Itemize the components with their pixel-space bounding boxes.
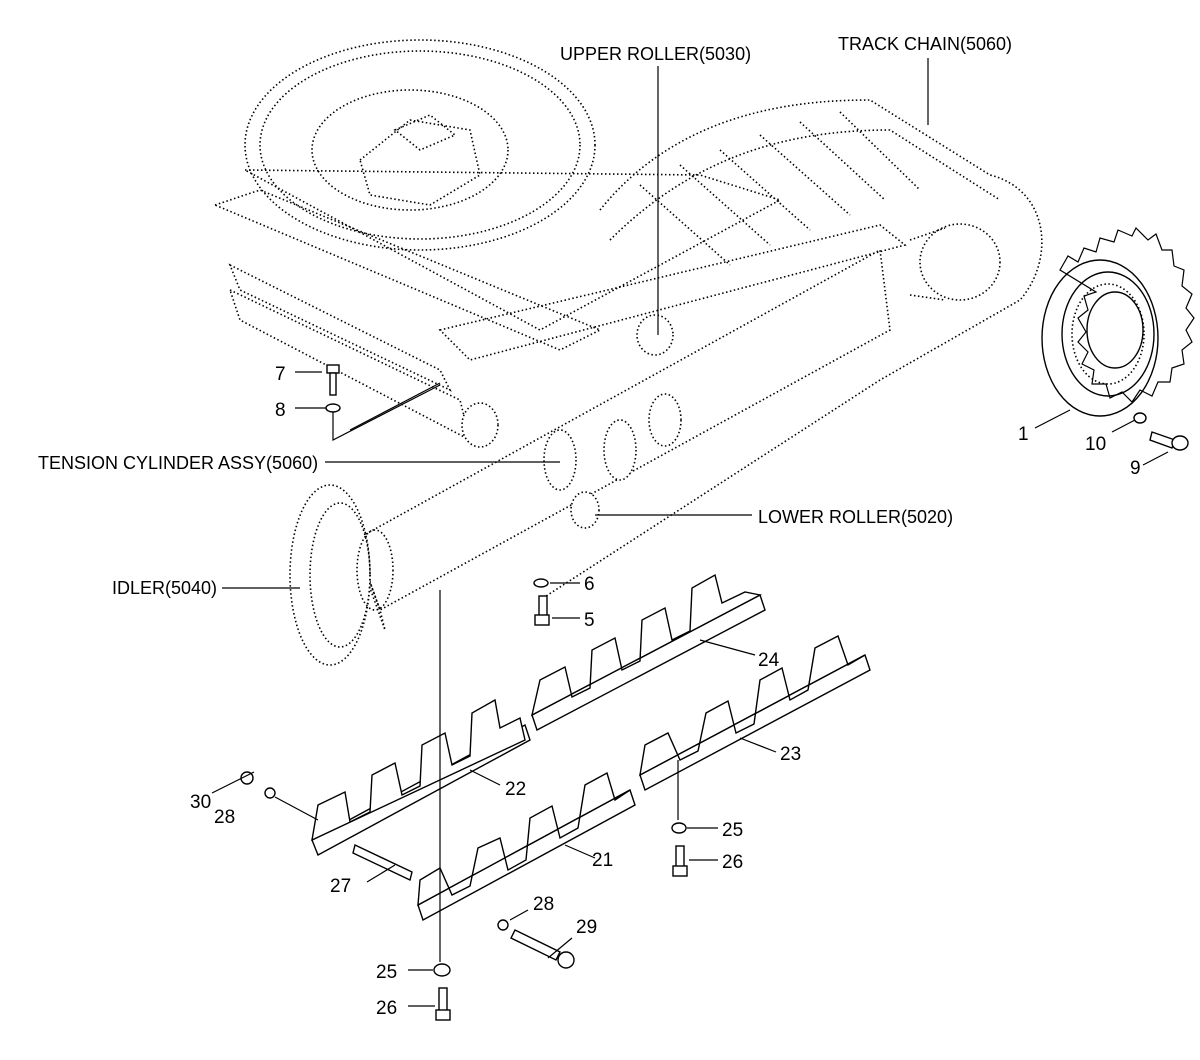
label-lower-roller: LOWER ROLLER(5020): [758, 507, 953, 527]
part-number-1: 1: [1018, 424, 1029, 445]
bolt-29: [510, 929, 575, 969]
part-number-9: 9: [1130, 458, 1141, 479]
part-number-28-right: 28: [533, 894, 554, 915]
washer-25-left: [433, 963, 451, 977]
part-number-27: 27: [330, 876, 351, 897]
label-tension-cylinder: TENSION CYLINDER ASSY(5060): [38, 453, 318, 473]
bolt-5: [534, 595, 550, 626]
bolt-7: [326, 364, 340, 396]
label-upper-roller: UPPER ROLLER(5030): [560, 44, 751, 64]
undercarriage-frame-illustration: [212, 39, 1043, 666]
part-number-30: 30: [190, 792, 211, 813]
part-number-26-left: 26: [376, 998, 397, 1019]
part-number-25-left: 25: [376, 962, 397, 983]
washer-25-right: [671, 822, 687, 834]
pin-27: [352, 844, 413, 881]
track-guard-21: [417, 771, 636, 922]
part-number-8: 8: [275, 400, 286, 421]
washer-28-right: [497, 919, 509, 931]
part-number-28-left: 28: [214, 807, 235, 828]
washer-6: [533, 578, 549, 588]
label-idler: IDLER(5040): [112, 578, 217, 598]
part-number-29: 29: [576, 917, 597, 938]
part-number-26-right: 26: [722, 852, 743, 873]
track-guard-24: [530, 573, 766, 732]
label-track-chain: TRACK CHAIN(5060): [838, 34, 1012, 54]
leader-lines: [211, 58, 1169, 1007]
part-number-25-right: 25: [722, 820, 743, 841]
washer-28-left: [264, 787, 276, 799]
part-number-10: 10: [1085, 434, 1106, 455]
sprocket: [1041, 226, 1195, 417]
washer-8: [325, 403, 341, 413]
part-number-23: 23: [780, 744, 801, 765]
part-number-7: 7: [275, 364, 286, 385]
part-number-22: 22: [505, 779, 526, 800]
washer-10: [1133, 412, 1147, 424]
part-number-5: 5: [584, 610, 595, 631]
bolt-26-right: [672, 845, 688, 877]
bolt-26-left: [435, 987, 451, 1021]
part-number-21: 21: [592, 850, 613, 871]
part-number-24: 24: [758, 650, 780, 671]
bolt-9: [1149, 431, 1189, 451]
track-guard-23: [639, 635, 871, 792]
track-guard-22: [311, 698, 531, 856]
part-number-6: 6: [584, 574, 595, 595]
